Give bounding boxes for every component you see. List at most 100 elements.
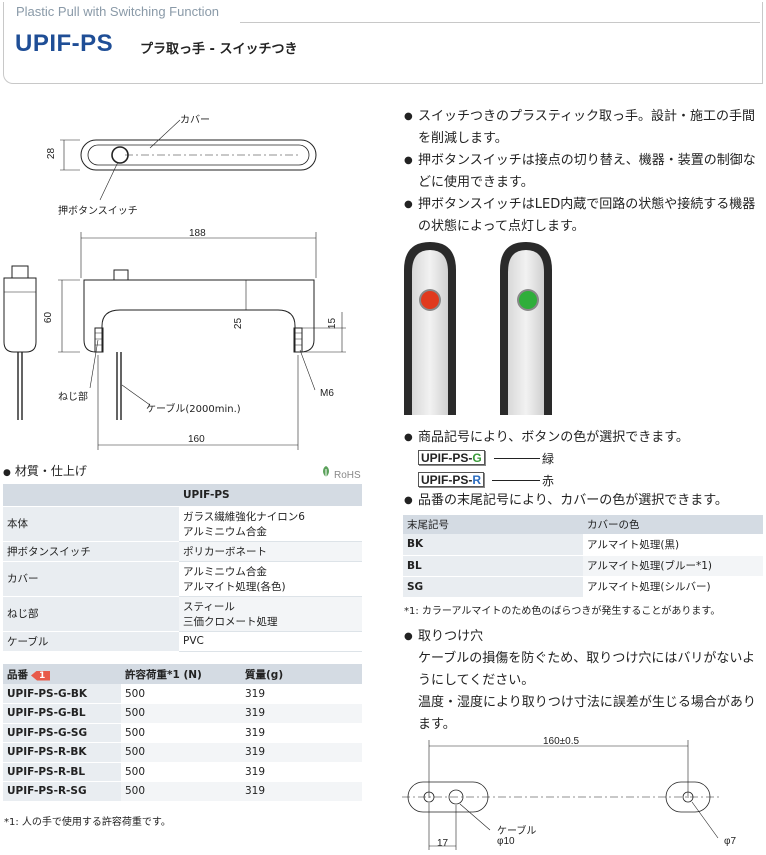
table-header: 質量(g) bbox=[241, 664, 362, 684]
table-header: カバーの色 bbox=[583, 515, 763, 534]
suffix-color: アルマイト処理(シルバー) bbox=[583, 576, 763, 598]
phi7: φ7 bbox=[724, 836, 737, 847]
phi10: φ10 bbox=[497, 836, 515, 847]
code-green-suffix: G bbox=[472, 451, 482, 465]
materials-table: UPIF-PS 本体 ガラス繊維強化ナイロン6 アルミニウム合金 押ボタンスイッチ… bbox=[3, 484, 362, 652]
material-value: PVC bbox=[179, 631, 362, 652]
cable-hole bbox=[448, 789, 464, 805]
product-mass: 319 bbox=[241, 762, 362, 782]
table-row: UPIF-PS-R-BL 500 319 bbox=[3, 762, 362, 782]
side-view-body bbox=[3, 277, 37, 353]
code-red-suffix: R bbox=[472, 473, 482, 487]
product-code: UPIF-PS-G-SG bbox=[3, 723, 121, 743]
side-view-button bbox=[11, 265, 29, 279]
code-green: UPIF-PS-G bbox=[418, 450, 485, 465]
handle-green-cover bbox=[508, 250, 544, 415]
table-header: 末尾記号 bbox=[403, 515, 583, 534]
product-code: UPIF-PS-R-BK bbox=[3, 742, 121, 763]
product-load: 500 bbox=[121, 703, 241, 724]
product-mass: 319 bbox=[241, 742, 362, 763]
table-row: ねじ部 スティール三価クロメート処理 bbox=[3, 596, 362, 632]
led-red bbox=[421, 291, 439, 309]
top-view-cover bbox=[87, 144, 310, 166]
front-view-body bbox=[83, 279, 315, 353]
cover-label: カバー bbox=[180, 115, 210, 126]
header-code: 品番 bbox=[7, 668, 28, 681]
material-part: 本体 bbox=[3, 506, 179, 542]
table-row: UPIF-PS-G-SG 500 319 bbox=[3, 723, 362, 743]
table-row: UPIF-PS-G-BL 500 319 bbox=[3, 703, 362, 724]
mount-cable-label: ケーブル bbox=[497, 826, 537, 837]
left-hole bbox=[423, 791, 435, 803]
mounting-line1: ケーブルの損傷を防ぐため、取りつけ穴にはバリがないようにしてください。 bbox=[418, 651, 756, 688]
rohs-label: RoHS bbox=[334, 470, 361, 481]
reference-badge: 1 bbox=[31, 670, 51, 681]
suffix-color: アルマイト処理(ブルー*1) bbox=[583, 555, 763, 577]
right-hole bbox=[682, 791, 694, 803]
handle-photos bbox=[404, 242, 552, 415]
material-value-2: アルマイト処理(各色) bbox=[183, 580, 286, 593]
material-value: ポリカーボネート bbox=[179, 541, 362, 562]
top-view-body bbox=[80, 139, 317, 171]
material-part: 押ボタンスイッチ bbox=[3, 541, 179, 562]
material-part: ケーブル bbox=[3, 631, 179, 652]
dim-15: 15 bbox=[327, 317, 339, 330]
product-mass: 319 bbox=[241, 781, 362, 802]
product-code: UPIF-PS-G-BL bbox=[3, 703, 121, 724]
suffix-code: SG bbox=[403, 576, 583, 598]
material-value-2: 三価クロメート処理 bbox=[183, 615, 278, 628]
suffix-color: アルマイト処理(黒) bbox=[583, 534, 763, 556]
header-frame bbox=[3, 2, 763, 84]
table-row: ケーブル PVC bbox=[3, 631, 362, 652]
code-green-prefix: UPIF-PS- bbox=[421, 451, 473, 465]
product-load: 500 bbox=[121, 684, 241, 704]
front-view-button bbox=[113, 269, 129, 281]
dim-pitch: 160±0.5 bbox=[543, 736, 580, 747]
material-value-1: ガラス繊維強化ナイロン6 bbox=[183, 510, 305, 523]
material-value: アルミニウム合金アルマイト処理(各色) bbox=[179, 561, 362, 597]
product-code: UPIF-PS-G-BK bbox=[3, 684, 121, 704]
cover-color-table: 末尾記号 カバーの色 BK アルマイト処理(黒) BL アルマイト処理(ブルー*… bbox=[403, 515, 763, 598]
table-header-blank bbox=[3, 484, 179, 507]
material-value: スティール三価クロメート処理 bbox=[179, 596, 362, 632]
suffix-code: BL bbox=[403, 555, 583, 577]
product-mass: 319 bbox=[241, 684, 362, 704]
product-code: UPIF-PS-R-SG bbox=[3, 781, 121, 802]
table-header: 許容荷重*1 (N) bbox=[121, 664, 241, 684]
product-load: 500 bbox=[121, 781, 241, 802]
material-value: ガラス繊維強化ナイロン6 アルミニウム合金 bbox=[179, 506, 362, 542]
leaf-icon bbox=[323, 466, 329, 479]
right-thread bbox=[293, 327, 303, 353]
dim-188: 188 bbox=[189, 228, 206, 239]
cover-color-intro: 品番の末尾記号により、カバーの色が選択できます。 bbox=[404, 490, 763, 512]
technical-drawing bbox=[3, 119, 346, 450]
table-row: UPIF-PS-G-BK 500 319 bbox=[3, 684, 362, 704]
dim-60: 60 bbox=[43, 311, 55, 324]
load-note: *1: 人の手で使用する許容荷重です。 bbox=[4, 817, 171, 828]
mounting-title: 取りつけ穴 bbox=[404, 626, 763, 648]
table-row: BK アルマイト処理(黒) bbox=[403, 534, 763, 556]
table-header: UPIF-PS bbox=[179, 484, 362, 507]
material-value-1: アルミニウム合金 bbox=[183, 565, 267, 578]
cover-color-note: *1: カラーアルマイトのため色のばらつきが発生することがあります。 bbox=[404, 606, 721, 617]
table-row: 押ボタンスイッチ ポリカーボネート bbox=[3, 541, 362, 562]
page-title-jp: プラ取っ手 - スイッチつき bbox=[140, 42, 298, 57]
cable-label: ケーブル(2000min.) bbox=[146, 404, 241, 415]
header-rule bbox=[240, 22, 760, 23]
feature-3: 押ボタンスイッチはLED内蔵で回路の状態や接続する機器の状態によって点灯します。 bbox=[404, 194, 763, 238]
product-load: 500 bbox=[121, 742, 241, 763]
m6-label: M6 bbox=[320, 388, 334, 399]
header-subtitle: Plastic Pull with Switching Function bbox=[16, 4, 220, 19]
red-label: 赤 bbox=[542, 474, 555, 488]
led-green bbox=[519, 291, 537, 309]
code-red-prefix: UPIF-PS- bbox=[421, 473, 473, 487]
table-row: UPIF-PS-R-SG 500 319 bbox=[3, 781, 362, 802]
dim-28: 28 bbox=[46, 147, 58, 160]
table-row: BL アルマイト処理(ブルー*1) bbox=[403, 555, 763, 577]
material-value-2: アルミニウム合金 bbox=[183, 525, 267, 538]
page-title: UPIF-PS bbox=[15, 30, 114, 57]
feature-1: スイッチつきのプラスティック取っ手。設計・施工の手間を削減します。 bbox=[404, 106, 763, 150]
